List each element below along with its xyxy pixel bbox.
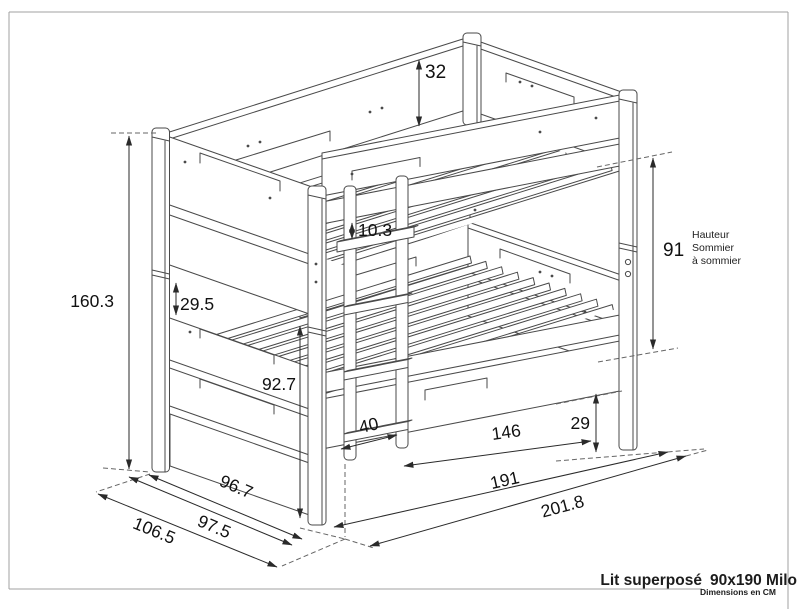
dim-front-rail-length-label: 146 [490, 420, 522, 444]
sommier-note-line1: Hauteur [692, 229, 730, 241]
title-block: Lit superposé 90x190 Milo Dimensions en … [600, 572, 797, 597]
dim-width-total-label: 106.5 [130, 513, 178, 548]
arrow-width-total [97, 493, 278, 568]
back-post [462, 32, 482, 126]
page-border [8, 11, 789, 609]
dimension-labels: 32 160.3 29.5 10.3 92.7 40 146 29 91 96.… [70, 62, 684, 548]
dim-under-bed-clearance-label: 29 [571, 413, 590, 433]
front-post [307, 185, 327, 526]
arrow-ladder-width [340, 434, 398, 450]
bed-drawing [151, 32, 638, 526]
arrow-front-rail-length [403, 439, 592, 468]
dim-slat-to-slat-label: 91 [663, 240, 684, 261]
dim-ladder-width-label: 40 [357, 413, 381, 437]
product-variant: 90x190 Milo [710, 572, 797, 589]
dim-total-height-label: 160.3 [70, 291, 114, 311]
right-post [618, 89, 638, 451]
left-end-rails [163, 134, 316, 518]
dim-length-frame-label: 191 [488, 467, 521, 493]
screw-dots [183, 80, 598, 334]
ladder-left-rail [343, 185, 357, 461]
sommier-note-line3: à sommier [692, 255, 742, 267]
sommier-note-line2: Sommier [692, 242, 735, 254]
dim-lower-guard-height-label: 92.7 [262, 374, 296, 394]
dim-guard-above-slats-label: 32 [425, 62, 446, 83]
dim-ladder-hook-gap-label: 10.3 [358, 220, 392, 240]
ladder-step [343, 357, 413, 381]
dim-width-frame-label: 97.5 [195, 511, 234, 543]
ladder-right-rail [395, 175, 409, 449]
units-note: Dimensions en CM [700, 587, 776, 597]
ladder-shelf [336, 225, 419, 253]
dimension-arrows [97, 59, 687, 568]
ladder-step [343, 292, 413, 316]
dim-left-rail-gap-label: 29.5 [180, 294, 214, 314]
product-title: Lit superposé [600, 572, 702, 589]
sommier-note: Hauteur Sommier à sommier [692, 229, 742, 267]
arrow-length-total [369, 455, 687, 547]
left-post [151, 127, 170, 473]
